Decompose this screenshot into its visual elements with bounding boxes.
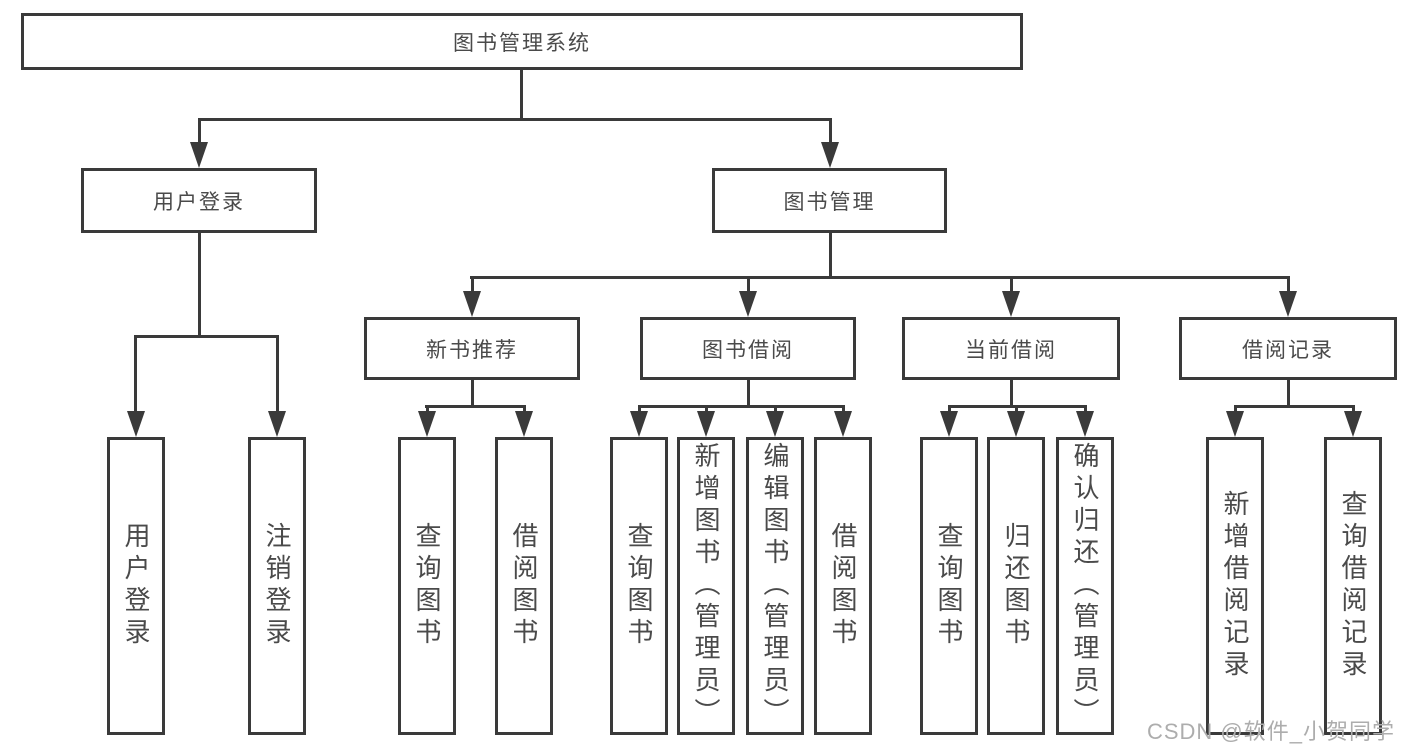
connector-root-hline — [198, 118, 832, 121]
node-book-management: 图书管理 — [712, 168, 947, 233]
node-user-login: 用户登录 — [81, 168, 317, 233]
node-root-label: 图书管理系统 — [453, 31, 591, 55]
connector-currentborrow-stem — [1010, 380, 1013, 405]
leaf-borrowing-borrow-label: 借阅图书 — [828, 522, 858, 650]
leaf-newbooks-query: 查询图书 — [398, 437, 456, 735]
arrowhead-down-icon — [1076, 411, 1094, 437]
arrowhead-down-icon — [1002, 291, 1020, 317]
connector-drop — [471, 276, 474, 294]
connector-drop — [774, 405, 777, 414]
connector-drop — [705, 405, 708, 414]
leaf-borrowing-edit-label: 编辑图书（管理员） — [760, 442, 790, 730]
leaf-user-login: 用户登录 — [107, 437, 165, 735]
arrowhead-down-icon — [1344, 411, 1362, 437]
arrowhead-down-icon — [1279, 291, 1297, 317]
arrowhead-down-icon — [821, 142, 839, 168]
connector-userlogin-stem — [198, 233, 201, 335]
connector-bookmgmt-stem — [829, 233, 832, 276]
leaf-current-query-label: 查询图书 — [934, 522, 964, 650]
connector-drop — [426, 405, 429, 414]
connector-drop — [842, 405, 845, 414]
leaf-newbooks-query-label: 查询图书 — [412, 522, 442, 650]
leaf-current-return-label: 归还图书 — [1001, 522, 1031, 650]
connector-drop — [134, 335, 137, 414]
connector-newbooks-hline — [425, 405, 526, 408]
leaf-borrowing-query: 查询图书 — [610, 437, 668, 735]
leaf-records-add: 新增借阅记录 — [1206, 437, 1264, 735]
leaf-records-query: 查询借阅记录 — [1324, 437, 1382, 735]
connector-bookborrow-stem — [747, 380, 750, 405]
arrowhead-down-icon — [190, 142, 208, 168]
arrowhead-down-icon — [940, 411, 958, 437]
connector-bookmgmt-hline — [470, 276, 1290, 279]
arrowhead-down-icon — [739, 291, 757, 317]
arrowhead-down-icon — [1226, 411, 1244, 437]
arrowhead-down-icon — [697, 411, 715, 437]
node-borrow-records-label: 借阅记录 — [1242, 338, 1334, 362]
leaf-borrowing-add: 新增图书（管理员） — [677, 437, 735, 735]
connector-drop — [1015, 405, 1018, 414]
arrowhead-down-icon — [766, 411, 784, 437]
connector-drop — [1287, 276, 1290, 294]
connector-drop — [638, 405, 641, 414]
node-root: 图书管理系统 — [21, 13, 1023, 70]
connector-records-stem — [1287, 380, 1290, 405]
connector-bookborrow-hline — [638, 405, 845, 408]
leaf-records-query-label: 查询借阅记录 — [1338, 490, 1368, 682]
csdn-watermark: CSDN @软件_小贺同学 — [1146, 719, 1395, 744]
connector-drop — [276, 335, 279, 414]
arrowhead-down-icon — [515, 411, 533, 437]
node-current-borrowing: 当前借阅 — [902, 317, 1120, 380]
leaf-newbooks-borrow-label: 借阅图书 — [509, 522, 539, 650]
leaf-user-login-label: 用户登录 — [121, 522, 151, 650]
leaf-current-confirm-label: 确认归还（管理员） — [1070, 442, 1100, 730]
connector-root-stem — [520, 70, 523, 118]
leaf-newbooks-borrow: 借阅图书 — [495, 437, 553, 735]
node-new-books-label: 新书推荐 — [426, 338, 518, 362]
node-book-borrowing-label: 图书借阅 — [702, 338, 794, 362]
arrowhead-down-icon — [1007, 411, 1025, 437]
connector-drop — [1234, 405, 1237, 414]
connector-drop — [948, 405, 951, 414]
connector-records-hline — [1234, 405, 1355, 408]
leaf-borrowing-edit: 编辑图书（管理员） — [746, 437, 804, 735]
connector-drop — [523, 405, 526, 414]
leaf-current-confirm: 确认归还（管理员） — [1056, 437, 1114, 735]
connector-newbooks-stem — [471, 380, 474, 405]
leaf-borrowing-query-label: 查询图书 — [624, 522, 654, 650]
connector-drop — [198, 118, 201, 146]
connector-drop — [1352, 405, 1355, 414]
node-book-borrowing: 图书借阅 — [640, 317, 856, 380]
arrowhead-down-icon — [127, 411, 145, 437]
node-book-management-label: 图书管理 — [783, 190, 876, 214]
leaf-borrowing-add-label: 新增图书（管理员） — [691, 442, 721, 730]
connector-drop — [1084, 405, 1087, 414]
connector-drop — [747, 276, 750, 294]
connector-drop — [1010, 276, 1013, 294]
arrowhead-down-icon — [463, 291, 481, 317]
leaf-logout: 注销登录 — [248, 437, 306, 735]
leaf-current-return: 归还图书 — [987, 437, 1045, 735]
leaf-current-query: 查询图书 — [920, 437, 978, 735]
connector-userlogin-hline — [134, 335, 279, 338]
arrowhead-down-icon — [630, 411, 648, 437]
arrowhead-down-icon — [268, 411, 286, 437]
node-new-books: 新书推荐 — [364, 317, 580, 380]
arrowhead-down-icon — [834, 411, 852, 437]
leaf-borrowing-borrow: 借阅图书 — [814, 437, 872, 735]
node-user-login-label: 用户登录 — [153, 190, 245, 214]
node-borrow-records: 借阅记录 — [1179, 317, 1397, 380]
node-current-borrowing-label: 当前借阅 — [965, 338, 1057, 362]
connector-drop — [829, 118, 832, 146]
arrowhead-down-icon — [418, 411, 436, 437]
leaf-logout-label: 注销登录 — [262, 522, 292, 650]
leaf-records-add-label: 新增借阅记录 — [1220, 490, 1250, 682]
